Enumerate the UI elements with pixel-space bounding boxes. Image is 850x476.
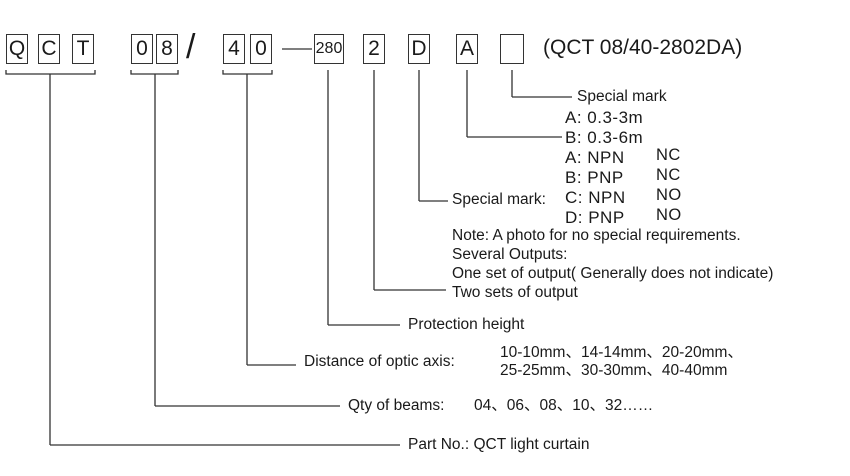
output-option-a-state: NC: [656, 146, 681, 164]
output-option-b: B: PNP: [565, 168, 624, 187]
code-box-a: A: [456, 34, 478, 64]
special-mark-output-label: Special mark:: [452, 191, 546, 208]
output-option-c: C: NPN: [565, 188, 626, 207]
output-option-b-state: NC: [656, 166, 681, 184]
model-example: (QCT 08/40-2802DA): [543, 36, 743, 59]
protection-height-label: Protection height: [408, 316, 525, 333]
beams-bracket: [130, 70, 179, 75]
code-box-8: 8: [156, 34, 178, 64]
beams-values: 04、06、08、10、32……: [474, 397, 654, 414]
beams-label: Qty of beams:: [348, 397, 445, 414]
length-option-a: A: 0.3-3m: [565, 108, 644, 127]
length-option-b: B: 0.3-6m: [565, 128, 644, 147]
code-box-c: C: [38, 34, 60, 64]
part-no-label: Part No.: QCT light curtain: [408, 436, 590, 453]
code-box-q: Q: [6, 34, 28, 64]
code-box-4: 4: [223, 34, 245, 64]
output-option-d-state: NO: [656, 206, 682, 224]
outputs-one-set: One set of output( Generally does not in…: [452, 265, 774, 282]
part-no-bracket: [5, 70, 96, 75]
special-mark-label: Special mark: [577, 88, 667, 105]
outputs-two-sets: Two sets of output: [452, 284, 578, 301]
optic-bracket: [222, 70, 273, 75]
output-option-d: D: PNP: [565, 208, 625, 227]
optic-axis-label: Distance of optic axis:: [304, 353, 455, 370]
optic-axis-values-1: 10-10mm、14-14mm、20-20mm、: [500, 344, 743, 361]
code-box-0: 0: [131, 34, 153, 64]
code-box-d: D: [408, 34, 430, 64]
note-text: Note: A photo for no special requirement…: [452, 227, 741, 244]
output-option-a: A: NPN: [565, 148, 625, 167]
code-box-t: T: [72, 34, 94, 64]
outputs-heading: Several Outputs:: [452, 246, 568, 263]
output-option-c-state: NO: [656, 186, 682, 204]
code-box-blank: [500, 34, 524, 64]
slash-separator: /: [186, 28, 196, 66]
code-box-2: 2: [363, 34, 385, 64]
code-box-280: 280: [314, 34, 344, 64]
code-box-0b: 0: [250, 34, 272, 64]
optic-axis-values-2: 25-25mm、30-30mm、40-40mm: [500, 362, 728, 379]
